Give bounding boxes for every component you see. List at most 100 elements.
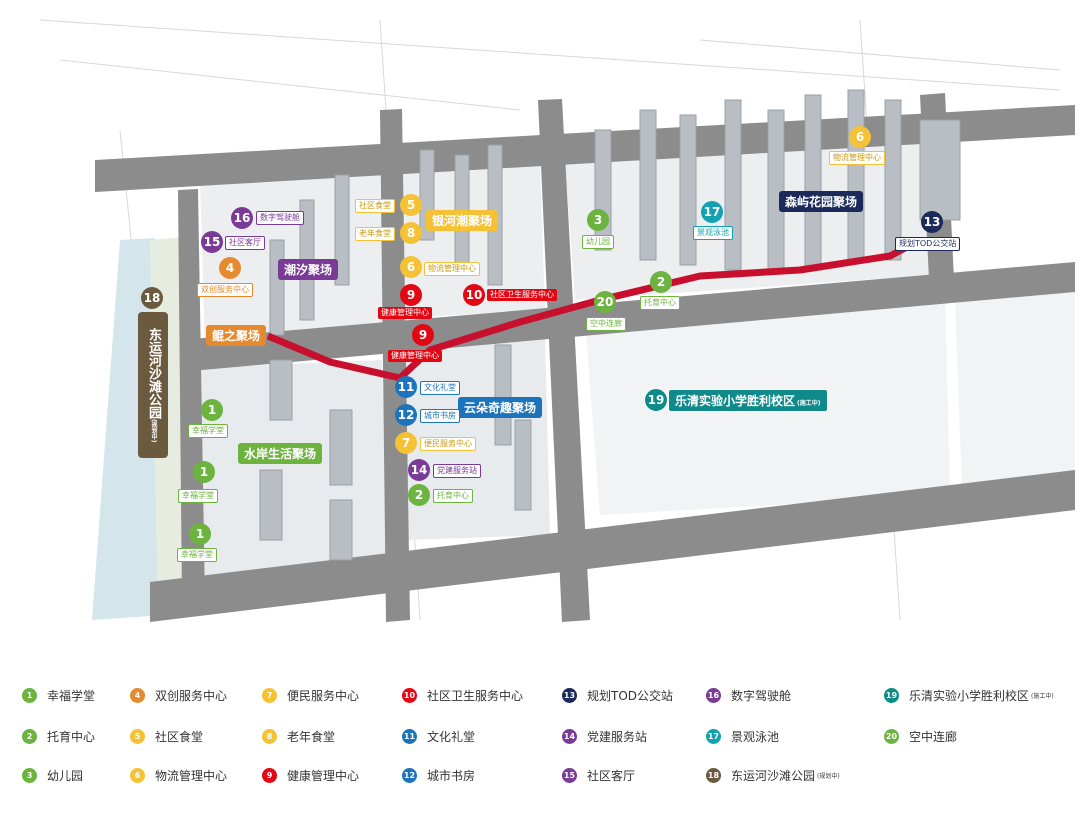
legend-marker-5: 5: [130, 728, 145, 744]
legend-label-7: 便民服务中心: [287, 688, 360, 703]
legend-label-19: 乐清实验小学胜利校区: [909, 688, 1030, 703]
legend-item-16: 16 数字驾驶舱: [706, 685, 791, 705]
legend-item-14: 14 党建服务站: [562, 726, 647, 746]
legend-marker-8: 8: [262, 728, 277, 744]
pin-10-label: 社区卫生服务中心: [487, 289, 557, 301]
pin-3-label: 幼儿园: [582, 235, 614, 249]
legend-marker-1: 1: [22, 687, 37, 703]
legend-marker-16: 16: [706, 687, 721, 703]
legend-label-18: 东运河沙滩公园: [731, 768, 816, 783]
pin-9b-label: 健康管理中心: [388, 350, 442, 362]
legend-label-14: 党建服务站: [587, 729, 648, 744]
pin-6a-number: 6: [400, 256, 422, 278]
pin-20-number: 20: [594, 291, 616, 313]
pin-11-number: 11: [395, 376, 417, 398]
legend-label-16: 数字驾驶舱: [731, 688, 792, 703]
area-yunduo: 云朵奇趣聚场: [458, 397, 543, 418]
block-yinhechao: [400, 165, 545, 318]
legend-label-12: 城市书房: [427, 768, 476, 783]
legend-label-2: 托育中心: [47, 729, 96, 744]
legend-item-1: 1 幸福学堂: [22, 685, 95, 705]
area-kunzhi: 鲲之聚场: [206, 325, 267, 346]
legend-note-18: (规划中): [817, 772, 840, 780]
block-shuian: [200, 360, 388, 585]
pin-16-label: 数字驾驶舱: [256, 211, 304, 225]
sky-walkway: [266, 244, 907, 382]
pin-2a-number: 2: [650, 271, 672, 293]
legend-item-10: 10 社区卫生服务中心: [402, 685, 523, 705]
area-senyu: 森屿花园聚场: [779, 191, 864, 212]
pin-5-number: 5: [400, 194, 422, 216]
pin-1a-label: 幸福学堂: [188, 424, 228, 438]
legend-marker-9: 9: [262, 767, 277, 783]
pin-7-label: 便民服务中心: [420, 437, 476, 451]
pin-4-number: 4: [219, 257, 241, 279]
block-senyu: [565, 135, 935, 300]
legend-label-11: 文化礼堂: [427, 729, 476, 744]
legend-marker-10: 10: [402, 687, 417, 703]
legend-label-15: 社区客厅: [587, 768, 636, 783]
pin-13-label: 规划TOD公交站: [895, 237, 961, 251]
legend-note-19: (施工中): [1031, 692, 1054, 700]
legend-item-20: 20 空中连廊: [884, 726, 957, 746]
legend-marker-6: 6: [130, 767, 145, 783]
legend-marker-11: 11: [402, 728, 417, 744]
pin-15-number: 15: [201, 231, 223, 253]
pin-7-number: 7: [395, 432, 417, 454]
pin-6b-number: 6: [849, 126, 871, 148]
pin-13-number: 13: [921, 211, 943, 233]
pin-3-number: 3: [587, 209, 609, 231]
pin-17-number: 17: [701, 201, 723, 223]
area-school-label: 乐清实验小学胜利校区: [675, 394, 796, 408]
pin-5-label: 社区食堂: [355, 199, 395, 213]
pin-9b-number: 9: [412, 324, 434, 346]
pin-1a-number: 1: [201, 399, 223, 421]
pin-4-label: 双创服务中心: [197, 283, 253, 297]
block-east: [955, 292, 1075, 490]
legend-item-2: 2 托育中心: [22, 726, 95, 746]
legend-label-4: 双创服务中心: [155, 688, 228, 703]
legend-label-20: 空中连廊: [909, 729, 958, 744]
pin-16-number: 16: [231, 207, 253, 229]
pin-1c-number: 1: [189, 523, 211, 545]
legend-marker-18: 18: [706, 767, 721, 783]
pin-15-label: 社区客厅: [225, 236, 265, 250]
pin-9a-label: 健康管理中心: [378, 307, 432, 319]
pin-1b-label: 幸福学堂: [178, 489, 218, 503]
legend-marker-14: 14: [562, 728, 577, 744]
pin-1c-label: 幸福学堂: [177, 548, 217, 562]
pin-12-number: 12: [395, 404, 417, 426]
pin-10-number: 10: [463, 284, 485, 306]
legend-label-5: 社区食堂: [155, 729, 204, 744]
pin-12-label: 城市书房: [420, 409, 460, 423]
legend-marker-20: 20: [884, 728, 899, 744]
legend-label-1: 幸福学堂: [47, 688, 96, 703]
legend-item-18: 18 东运河沙滩公园(规划中): [706, 765, 840, 785]
pin-17-label: 景观泳池: [693, 226, 733, 240]
pin-6b-label: 物流管理中心: [829, 151, 885, 165]
legend-marker-17: 17: [706, 728, 721, 744]
area-shuian: 水岸生活聚场: [238, 443, 323, 464]
legend-label-13: 规划TOD公交站: [587, 688, 674, 703]
area-park-label: 东运河沙滩公园: [146, 327, 161, 419]
legend-item-9: 9 健康管理中心: [262, 765, 359, 785]
legend-marker-2: 2: [22, 728, 37, 744]
legend-marker-3: 3: [22, 767, 37, 783]
pin-2b-number: 2: [408, 484, 430, 506]
pin-1b-number: 1: [193, 461, 215, 483]
legend-label-9: 健康管理中心: [287, 768, 360, 783]
legend-label-10: 社区卫生服务中心: [427, 688, 524, 703]
pin-8-number: 8: [400, 222, 422, 244]
legend-item-5: 5 社区食堂: [130, 726, 203, 746]
pin-14-number: 14: [408, 459, 430, 481]
legend-item-11: 11 文化礼堂: [402, 726, 475, 746]
